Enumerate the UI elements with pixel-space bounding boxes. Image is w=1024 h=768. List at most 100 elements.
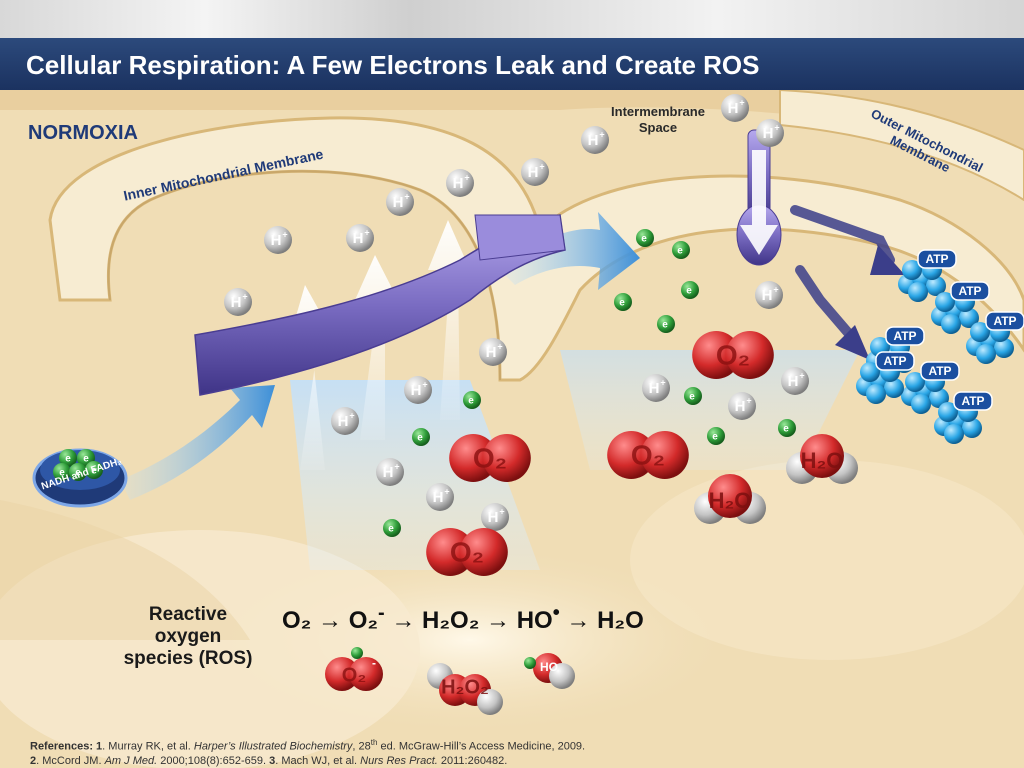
svg-text:+: +	[539, 161, 544, 171]
ref2-a: . McCord JM.	[36, 754, 105, 767]
ref1-sup: th	[370, 738, 378, 747]
svg-text:H: H	[271, 232, 282, 249]
svg-text:e: e	[75, 468, 81, 479]
svg-text:e: e	[83, 454, 89, 465]
svg-text:ATP: ATP	[928, 364, 951, 378]
eq-water: H₂O	[597, 607, 644, 634]
svg-text:ATP: ATP	[925, 252, 948, 266]
proton-8: H+	[264, 226, 292, 254]
electron-2: e	[672, 241, 690, 259]
proton-17: H+	[376, 458, 404, 486]
respiration-diagram: H+H+H+H+H+H+H+H+H+H+H+H+H+H+H+H+H+H+H+ee…	[0, 90, 1024, 768]
svg-text:+: +	[464, 172, 469, 182]
svg-text:e: e	[91, 466, 97, 477]
eq-arrow-2: →	[384, 607, 423, 634]
svg-text:H: H	[762, 287, 773, 304]
svg-text:+: +	[739, 97, 744, 107]
svg-text:H: H	[788, 373, 799, 390]
svg-text:+: +	[364, 227, 369, 237]
ros-line3: species (ROS)	[123, 648, 253, 669]
svg-text:O₂: O₂	[631, 439, 665, 470]
svg-text:H: H	[393, 194, 404, 211]
svg-text:H: H	[433, 489, 444, 506]
eq-hydroxyl: HO	[516, 607, 553, 634]
electron-11: e	[383, 519, 401, 537]
svg-text:e: e	[65, 454, 71, 465]
svg-text:e: e	[619, 298, 625, 309]
svg-text:H₂O₂: H₂O₂	[441, 676, 489, 698]
svg-text:H: H	[353, 230, 364, 247]
svg-text:+: +	[242, 291, 247, 301]
ref1-c: ed. McGraw-Hill’s Access Medicine, 2009.	[377, 740, 586, 753]
svg-text:+: +	[499, 506, 504, 516]
svg-text:+: +	[799, 370, 804, 380]
atp-1: ATP	[898, 249, 957, 302]
proton-7: H+	[346, 224, 374, 252]
eq-h2o2: H₂O₂	[422, 607, 480, 634]
svg-text:-: -	[372, 656, 376, 670]
nadh-electron-3: e	[53, 463, 71, 481]
svg-text:ATP: ATP	[993, 314, 1016, 328]
atp-2: ATP	[931, 281, 990, 334]
ros-h2o2: H₂O₂	[427, 663, 503, 715]
proton-1: H+	[721, 94, 749, 122]
svg-text:e: e	[417, 433, 423, 444]
ros-superoxide: O₂-	[325, 647, 383, 691]
electron-8: e	[412, 428, 430, 446]
svg-text:+: +	[497, 341, 502, 351]
proton-9: H+	[224, 288, 252, 316]
proton-5: H+	[446, 169, 474, 197]
svg-text:+: +	[349, 410, 354, 420]
proton-2: H+	[756, 119, 784, 147]
svg-text:e: e	[468, 396, 474, 407]
ref2-journal: Am J Med.	[104, 754, 158, 767]
electron-4: e	[681, 281, 699, 299]
eq-arrow-4: →	[559, 607, 598, 634]
water-2: H₂O	[694, 474, 766, 524]
water-1: H₂O	[786, 434, 858, 484]
electron-1: e	[636, 229, 654, 247]
svg-text:H: H	[728, 100, 739, 117]
eq-arrow-1: →	[311, 607, 349, 634]
proton-4: H+	[521, 158, 549, 186]
proton-11: H+	[479, 338, 507, 366]
svg-text:ATP: ATP	[958, 284, 981, 298]
svg-text:+: +	[774, 122, 779, 132]
intermembrane-line1: Intermembrane	[611, 104, 705, 119]
ros-equation: O₂ → O₂- → H₂O₂ → HO• → H₂O	[282, 602, 644, 635]
ref3-num: 3	[269, 754, 276, 767]
eq-superoxide: O₂	[348, 607, 379, 634]
svg-text:ATP: ATP	[883, 354, 906, 368]
ros-label: Reactive oxygen species (ROS)	[120, 604, 256, 670]
electron-9: e	[707, 427, 725, 445]
svg-text:H: H	[588, 132, 599, 149]
svg-text:ATP: ATP	[961, 394, 984, 408]
svg-text:H: H	[486, 344, 497, 361]
svg-text:+: +	[422, 379, 427, 389]
ref3-b: 2011:260482.	[437, 754, 508, 767]
eq-radical-dot: •	[552, 602, 560, 624]
svg-text:O₂: O₂	[450, 536, 484, 567]
svg-text:H: H	[735, 398, 746, 415]
svg-text:e: e	[677, 246, 683, 257]
intermembrane-line2: Space	[638, 120, 678, 135]
ref1-b: , 28	[352, 740, 371, 753]
svg-text:H: H	[763, 125, 774, 142]
svg-text:+: +	[404, 191, 409, 201]
svg-text:+: +	[599, 129, 604, 139]
svg-text:H: H	[528, 164, 539, 181]
eq-arrow-3: →	[479, 607, 517, 634]
svg-text:H: H	[649, 380, 660, 397]
proton-19: H+	[481, 503, 509, 531]
ref3-journal: Nurs Res Pract.	[360, 754, 438, 767]
svg-text:e: e	[712, 432, 718, 443]
oxygen-3: O₂	[607, 431, 689, 479]
svg-text:e: e	[59, 468, 65, 479]
ref1-title: Harper’s Illustrated Biochemistry	[193, 740, 353, 753]
ref1-a: . Murray RK, et al.	[102, 740, 194, 753]
svg-text:+: +	[394, 461, 399, 471]
electron-5: e	[657, 315, 675, 333]
eq-o2: O₂	[282, 607, 312, 634]
eq-superoxide-charge: -	[378, 602, 385, 624]
svg-text:+: +	[746, 395, 751, 405]
